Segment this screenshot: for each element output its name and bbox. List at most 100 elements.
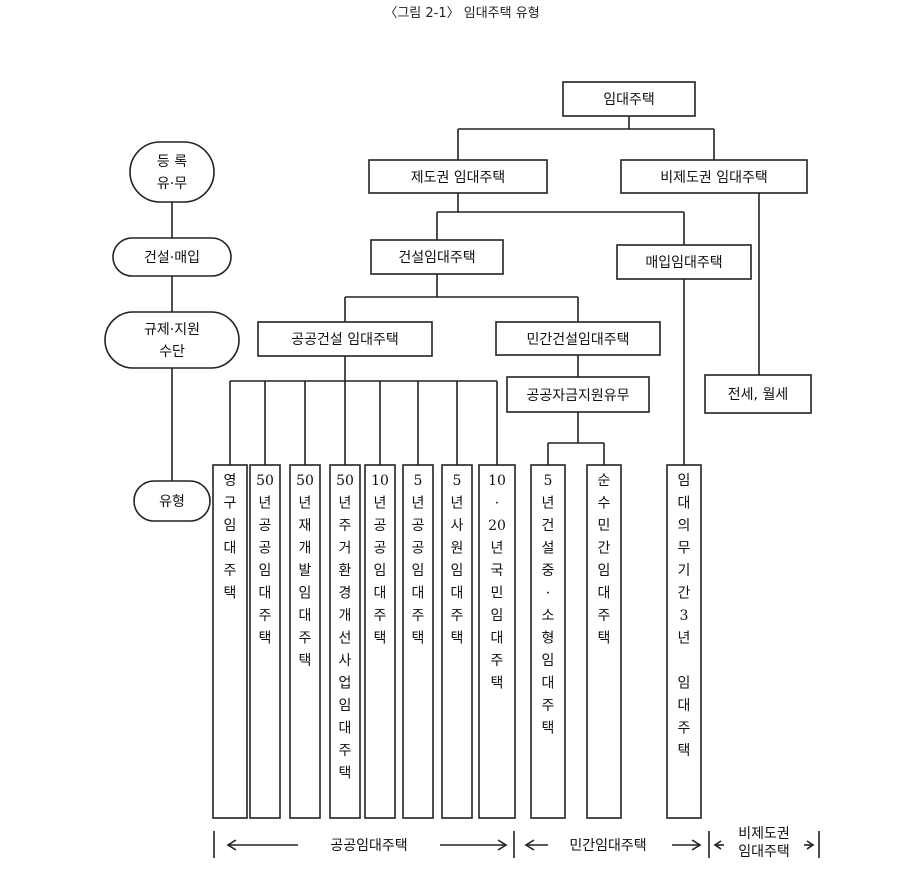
type-label-glyph: 사 bbox=[339, 653, 352, 669]
type-label-glyph: 택 bbox=[451, 631, 464, 647]
footer-private-label: 민간임대주택 bbox=[569, 838, 646, 854]
institutional-label: 제도권 임대주택 bbox=[411, 170, 506, 186]
type-label-glyph: 임 bbox=[259, 563, 272, 579]
type-label-glyph: 건 bbox=[542, 518, 555, 534]
type-label-glyph: 택 bbox=[542, 721, 555, 737]
footer-public-label: 공공임대주택 bbox=[330, 838, 407, 854]
type-label-glyph: 무 bbox=[678, 541, 691, 557]
type-label-glyph: 영 bbox=[224, 473, 237, 489]
type-label-glyph: 년 bbox=[299, 496, 312, 512]
type-label: 유형 bbox=[159, 494, 185, 510]
type-label-glyph: 50 bbox=[336, 473, 354, 489]
public-fund-support-label: 공공자금지원유무 bbox=[526, 388, 629, 404]
type-label-glyph: 선 bbox=[339, 631, 352, 647]
type-label-glyph: 택 bbox=[374, 631, 387, 647]
type-label-glyph: 대 bbox=[598, 586, 611, 602]
type-label-glyph: 택 bbox=[412, 631, 425, 647]
footer-non-institutional-line1: 비제도권 bbox=[738, 826, 790, 842]
type-box-50y-residential-improvement bbox=[329, 464, 361, 819]
type-label-glyph: 대 bbox=[491, 631, 504, 647]
type-box-3y-obligation bbox=[666, 464, 702, 819]
type-label-glyph: 주 bbox=[339, 518, 352, 534]
non-institutional-label: 비제도권 임대주택 bbox=[660, 170, 768, 186]
type-label-glyph: 대 bbox=[542, 676, 555, 692]
type-label-glyph: 임 bbox=[412, 563, 425, 579]
type-label-glyph: 중 bbox=[542, 563, 555, 579]
left-column: 등 록 유·무 건설·매입 규제·지원 수단 유형 bbox=[104, 141, 240, 522]
type-label-glyph: 민 bbox=[598, 518, 611, 534]
type-label-glyph: 대 bbox=[678, 496, 691, 512]
type-label-glyph: 주 bbox=[259, 608, 272, 624]
purchase-rental-box bbox=[616, 244, 752, 280]
type-label-glyph: 택 bbox=[598, 631, 611, 647]
construction-rental-box bbox=[370, 239, 504, 275]
type-label-glyph: 5 bbox=[414, 473, 423, 489]
type-label-glyph: 임 bbox=[374, 563, 387, 579]
type-label-glyph: 택 bbox=[339, 766, 352, 782]
root-label: 임대주택 bbox=[603, 92, 655, 108]
registration-oval bbox=[129, 141, 215, 203]
type-label-glyph: 년 bbox=[451, 496, 464, 512]
construction-rental-label: 건설임대주택 bbox=[398, 250, 475, 266]
private-construction-label: 민간건설임대주택 bbox=[526, 332, 629, 348]
type-label-glyph: 환 bbox=[339, 563, 352, 579]
type-label-glyph: 간 bbox=[598, 541, 611, 557]
type-label-glyph: 대 bbox=[299, 608, 312, 624]
type-label-glyph: 임 bbox=[299, 586, 312, 602]
type-box-pure-private bbox=[586, 464, 622, 819]
type-label-glyph: 임 bbox=[678, 676, 691, 692]
type-label-glyph: 기 bbox=[678, 563, 691, 579]
type-label-glyph: 50 bbox=[256, 473, 274, 489]
type-box-50y-redevelopment bbox=[289, 464, 321, 819]
type-label-glyph: 택 bbox=[259, 631, 272, 647]
type-label-glyph: 20 bbox=[488, 518, 506, 534]
type-label-glyph: 공 bbox=[259, 518, 272, 534]
type-label-glyph: 임 bbox=[678, 473, 691, 489]
type-label-glyph: 년 bbox=[374, 496, 387, 512]
public-fund-support-box bbox=[506, 376, 650, 413]
type-box-5y-employee bbox=[441, 464, 473, 819]
jeonse-wolse-box bbox=[704, 374, 812, 414]
type-label-glyph: 대 bbox=[259, 586, 272, 602]
registration-label-line1: 등 록 bbox=[157, 154, 187, 170]
type-label-glyph: 임 bbox=[491, 608, 504, 624]
type-label-glyph: 주 bbox=[299, 631, 312, 647]
type-label-glyph: 공 bbox=[412, 518, 425, 534]
type-label-glyph: 택 bbox=[678, 743, 691, 759]
type-label-glyph: 5 bbox=[544, 473, 553, 489]
type-label-glyph: 임 bbox=[339, 698, 352, 714]
type-label-glyph: 소 bbox=[542, 608, 555, 624]
type-label-glyph: 임 bbox=[451, 563, 464, 579]
type-label-glyph: 구 bbox=[224, 496, 237, 512]
type-label-glyph: 의 bbox=[678, 518, 691, 534]
type-label-glyph: 경 bbox=[339, 586, 352, 602]
type-label-glyph: 년 bbox=[678, 631, 691, 647]
regulation-support-oval bbox=[104, 311, 240, 369]
type-label-glyph: 임 bbox=[598, 563, 611, 579]
type-label-glyph: 주 bbox=[542, 698, 555, 714]
type-label-glyph: 대 bbox=[339, 721, 352, 737]
type-label-glyph: 설 bbox=[542, 541, 555, 557]
institutional-box bbox=[368, 159, 548, 194]
type-label-glyph: 주 bbox=[374, 608, 387, 624]
type-box-5y-private-construction bbox=[530, 464, 566, 819]
type-label-glyph: 3 bbox=[680, 608, 689, 624]
type-box-10-20y-national bbox=[478, 464, 516, 819]
type-label-glyph: 재 bbox=[299, 518, 312, 534]
type-label-glyph: 대 bbox=[374, 586, 387, 602]
figure-caption: 〈그림 2-1〉 임대주택 유형 bbox=[384, 6, 539, 21]
type-box-permanent bbox=[212, 464, 248, 819]
type-label-glyph: 택 bbox=[224, 586, 237, 602]
type-label-glyph: · bbox=[495, 496, 499, 512]
type-label-glyph: 대 bbox=[224, 541, 237, 557]
footer-non-institutional-line2: 임대주택 bbox=[738, 844, 790, 860]
type-box-5y-public bbox=[402, 464, 434, 819]
type-label-glyph: 주 bbox=[224, 563, 237, 579]
purchase-rental-label: 매입임대주택 bbox=[645, 255, 722, 271]
public-construction-label: 공공건설 임대주택 bbox=[291, 332, 399, 348]
type-label-glyph: 수 bbox=[598, 496, 611, 512]
type-boxes bbox=[212, 464, 702, 819]
type-label-glyph: 거 bbox=[339, 541, 352, 557]
type-label-glyph: 원 bbox=[451, 541, 464, 557]
